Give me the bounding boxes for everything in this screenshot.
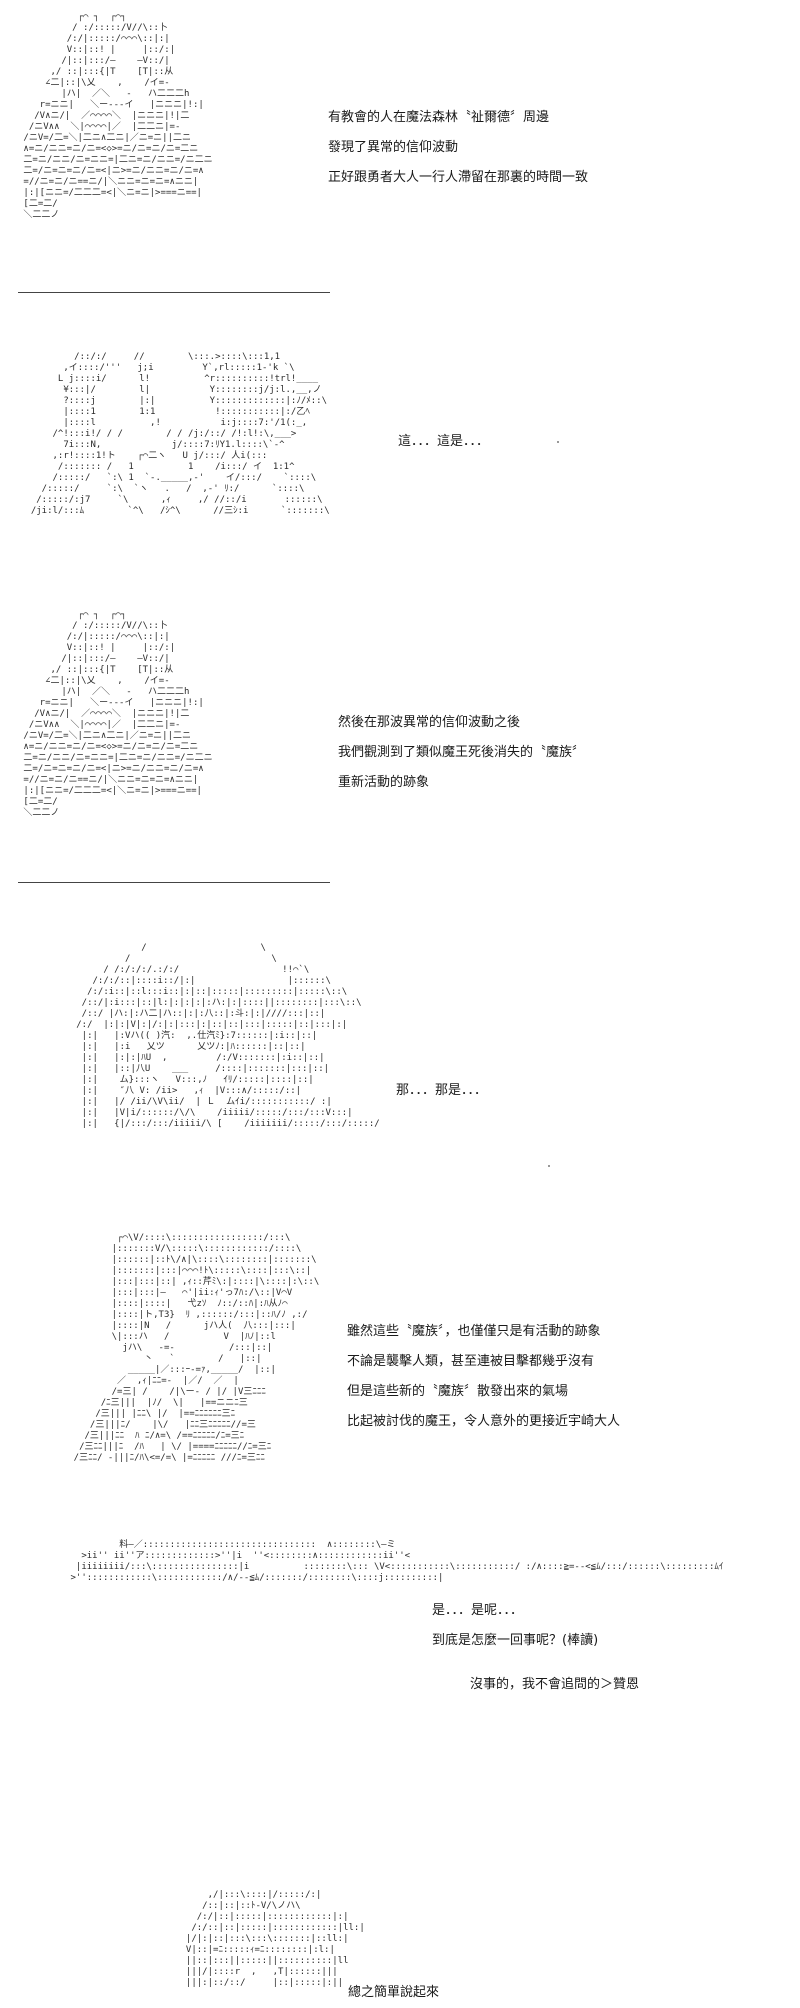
panel-5: ┌⌒\V/::::\:::::::::::::::::/:::\ |::::::… [0, 1225, 800, 1540]
ground-line [18, 292, 330, 293]
panel-4-text: 那．．．那是．．． [396, 1076, 487, 1106]
dialogue-line: 到底是怎麼一回事呢？(棒讀) [432, 1633, 599, 1648]
dialogue-line: 那．．．那是．．． [396, 1083, 488, 1098]
ascii-art-robed-figure: ┌⌒ ┐ ┌⌒┐ / :/:::::/V//\::卜 /:/|:::::/⌒⌒⌒… [23, 610, 213, 818]
panel-3-text: 然後在那波異常的信仰波動之後 我們觀測到了類似魔王死後消失的〝魔族〞 重新活動的… [338, 708, 585, 798]
ascii-art-bowing-figure: 料―／:::::::::::::::::::::::::::::::: ∧:::… [70, 1540, 724, 1583]
panel-6-aside: 沒事的，我不會追問的＞贊恩 [470, 1670, 639, 1700]
panel-2-text: 這．．．這是．．． [398, 427, 489, 457]
dialogue-line: 然後在那波異常的信仰波動之後 [338, 715, 521, 730]
panel-1-text: 有教會的人在魔法森林〝祉爾德〞周邊 發現了異常的信仰波動 正好跟勇者大人一行人滯… [328, 103, 588, 193]
dialogue-line: 是．．．是呢．．． [432, 1603, 524, 1618]
speck [557, 441, 559, 443]
panel-7-text: 總之簡單說起來 [348, 1978, 439, 2008]
dialogue-line: 沒事的，我不會追問的＞贊恩 [470, 1677, 640, 1692]
dialogue-line: 正好跟勇者大人一行人滯留在那裏的時間一致 [328, 170, 589, 185]
panel-1: ┌⌒ ┐ ┌⌒┐ / :/:::::/V//\::卜 /:/|:::::/⌒⌒⌒… [0, 0, 800, 330]
ascii-art-cropped-figure: ,/|:::\::::|/:::::/:| /::|::|::ﾄ-V/\ノハ\ … [185, 1890, 365, 1988]
ascii-art-robed-figure: ┌⌒ ┐ ┌⌒┐ / :/:::::/V//\::卜 /:/|:::::/⌒⌒⌒… [23, 12, 213, 220]
panel-3: ┌⌒ ┐ ┌⌒┐ / :/:::::/V//\::卜 /:/|:::::/⌒⌒⌒… [0, 600, 800, 930]
panel-2: /::/:/ // \:::.>::::\:::1,1 ,イ::::/''' j… [0, 340, 800, 590]
dialogue-line: 但是這些新的〝魔族〞散發出來的氣場 [347, 1384, 569, 1399]
dialogue-line: 重新活動的跡象 [338, 775, 430, 790]
panel-6-text: 是．．．是呢．．． 到底是怎麼一回事呢？(棒讀) [432, 1596, 598, 1656]
panel-5-text: 雖然這些〝魔族〞，也僅僅只是有活動的跡象 不論是襲擊人類，甚至連被目擊都幾乎沒有… [347, 1317, 620, 1437]
ascii-art-long-haired-girl: / \ / \ / /:/:/:/.:/:/ !!⌒`\ /:/:/::|:::… [76, 943, 380, 1129]
dialogue-line: 總之簡單說起來 [348, 1985, 440, 2000]
dialogue-line: 有教會的人在魔法森林〝祉爾德〞周邊 [328, 110, 550, 125]
ground-line [18, 882, 330, 883]
dialogue-line: 不論是襲擊人類，甚至連被目擊都幾乎沒有 [347, 1354, 595, 1369]
ascii-art-scarf-girl: ┌⌒\V/::::\:::::::::::::::::/:::\ |::::::… [73, 1233, 320, 1463]
dialogue-line: 我們觀測到了類似魔王死後消失的〝魔族〞 [338, 745, 586, 760]
dialogue-line: 比起被討伐的魔王，令人意外的更接近宇崎大人 [347, 1414, 621, 1429]
dialogue-line: 這．．．這是．．． [398, 434, 490, 449]
panel-7: ,/|:::\::::|/:::::/:| /::|::|::ﾄ-V/\ノハ\ … [0, 1890, 800, 2000]
panel-4: / \ / \ / /:/:/:/.:/:/ !!⌒`\ /:/:/::|:::… [0, 935, 800, 1215]
dialogue-line: 雖然這些〝魔族〞，也僅僅只是有活動的跡象 [347, 1324, 601, 1339]
panel-6: 料―／:::::::::::::::::::::::::::::::: ∧:::… [0, 1540, 800, 1885]
speck [548, 1165, 550, 1167]
ascii-art-startled-figure: /::/:/ // \:::.>::::\:::1,1 ,イ::::/''' j… [30, 352, 330, 516]
dialogue-line: 發現了異常的信仰波動 [328, 140, 459, 155]
